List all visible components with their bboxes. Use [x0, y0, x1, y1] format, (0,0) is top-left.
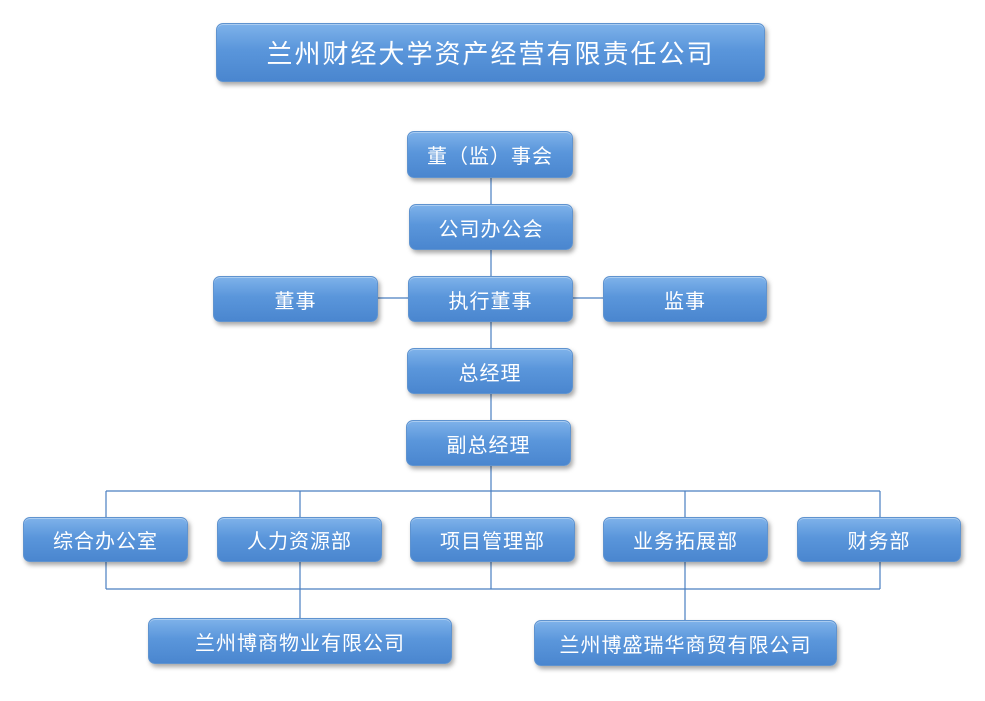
node-project-management-department: 项目管理部 — [410, 517, 575, 562]
node-finance-department: 财务部 — [797, 517, 961, 562]
node-boshang-property-company: 兰州博商物业有限公司 — [148, 618, 452, 664]
node-office-meeting: 公司办公会 — [409, 204, 573, 250]
node-executive-director: 执行董事 — [408, 276, 573, 322]
company-title: 兰州财经大学资产经营有限责任公司 — [216, 23, 765, 82]
node-general-manager: 总经理 — [407, 348, 573, 394]
node-general-office: 综合办公室 — [23, 517, 188, 562]
node-board: 董（监）事会 — [407, 131, 573, 178]
node-supervisor: 监事 — [603, 276, 767, 322]
node-boshengruihua-trading-company: 兰州博盛瑞华商贸有限公司 — [534, 620, 837, 666]
node-deputy-general-manager: 副总经理 — [406, 420, 571, 466]
node-hr-department: 人力资源部 — [217, 517, 382, 562]
node-business-development-department: 业务拓展部 — [603, 517, 768, 562]
node-director: 董事 — [213, 276, 378, 322]
